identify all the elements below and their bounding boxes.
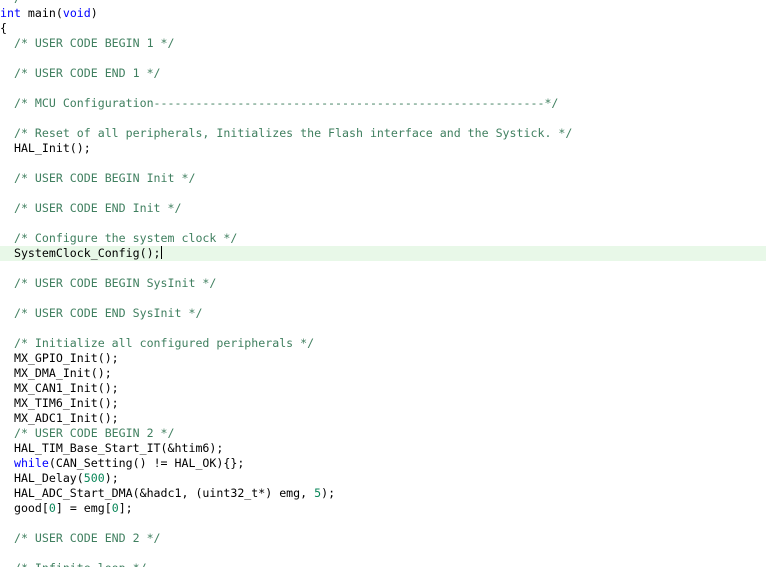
current-code-line[interactable]: SystemClock_Config(); [0,246,766,261]
code-line[interactable]: /* USER CODE END Init */ [0,201,766,216]
code-token-comment: /* USER CODE END Init */ [0,201,182,215]
text-cursor [160,246,162,259]
code-line[interactable]: HAL_TIM_Base_Start_IT(&htim6); [0,441,766,456]
code-line[interactable]: MX_ADC1_Init(); [0,411,766,426]
code-line[interactable]: /* Infinite loop */ [0,561,766,567]
code-line[interactable]: good[0] = emg[0]; [0,501,766,516]
code-line[interactable] [0,81,766,96]
code-token-default: MX_ADC1_Init(); [0,411,119,425]
code-line[interactable] [0,261,766,276]
code-token-number: 0 [48,501,56,515]
code-line[interactable] [0,321,766,336]
code-token-number: 5 [314,486,322,500]
code-token-keyword: while [13,456,49,470]
code-token-default: HAL_ADC_Start_DMA(&hadc1, (uint32_t*) em… [0,486,315,500]
code-line[interactable]: /* Configure the system clock */ [0,231,766,246]
code-token-default: HAL_TIM_Base_Start_IT(&htim6); [0,441,224,455]
code-line[interactable]: /* USER CODE BEGIN Init */ [0,171,766,186]
code-line[interactable]: /* USER CODE END 1 */ [0,66,766,81]
code-token-comment: /* USER CODE BEGIN 2 */ [0,426,175,440]
code-line[interactable]: /* Reset of all peripherals, Initializes… [0,126,766,141]
code-token-default: SystemClock_Config(); [0,246,161,260]
code-token-default [0,456,14,470]
code-line[interactable] [0,546,766,561]
code-token-comment: /* USER CODE BEGIN Init */ [0,171,196,185]
code-line[interactable]: HAL_Init(); [0,141,766,156]
code-token-default: ]; [118,501,133,515]
code-token-default: ); [104,471,119,485]
code-token-comment: / [0,0,21,5]
code-line[interactable]: /* USER CODE BEGIN 1 */ [0,36,766,51]
code-token-default: ); [321,486,336,500]
code-token-comment: /* Configure the system clock */ [0,231,238,245]
code-token-comment: /* USER CODE END 1 */ [0,66,161,80]
code-line[interactable]: MX_CAN1_Init(); [0,381,766,396]
code-line[interactable]: while(CAN_Setting() != HAL_OK){}; [0,456,766,471]
code-token-default: HAL_Delay( [0,471,84,485]
code-token-comment: /* USER CODE END 2 */ [0,531,161,545]
code-token-keyword: int [0,6,21,20]
code-line[interactable]: /* USER CODE END SysInit */ [0,306,766,321]
code-line[interactable]: int main(void) [0,6,766,21]
code-token-default: MX_GPIO_Init(); [0,351,119,365]
code-token-default: MX_DMA_Init(); [0,366,112,380]
code-line[interactable]: HAL_Delay(500); [0,471,766,486]
code-token-default: (CAN_Setting() != HAL_OK){}; [48,456,245,470]
code-token-comment: /* Reset of all peripherals, Initializes… [0,126,573,140]
code-line[interactable]: /* Initialize all configured peripherals… [0,336,766,351]
code-token-comment: /* USER CODE BEGIN 1 */ [0,36,175,50]
code-token-comment: /* Infinite loop */ [0,561,147,567]
code-line[interactable]: { [0,21,766,36]
code-line[interactable] [0,216,766,231]
code-line[interactable]: MX_GPIO_Init(); [0,351,766,366]
code-token-comment: /* MCU Configuration--------------------… [0,96,559,110]
code-token-comment: /* USER CODE END SysInit */ [0,306,203,320]
code-token-number: 0 [111,501,119,515]
code-line[interactable] [0,186,766,201]
code-line[interactable]: /* USER CODE BEGIN 2 */ [0,426,766,441]
code-token-default: HAL_Init(); [0,141,91,155]
code-line[interactable]: /* USER CODE END 2 */ [0,531,766,546]
code-line[interactable]: HAL_ADC_Start_DMA(&hadc1, (uint32_t*) em… [0,486,766,501]
code-line[interactable] [0,51,766,66]
code-token-number: 500 [83,471,105,485]
code-token-default: main( [20,6,63,20]
code-token-default: ] = emg[ [55,501,112,515]
code-line[interactable] [0,516,766,531]
code-token-comment: /* USER CODE BEGIN SysInit */ [0,276,217,290]
code-token-default: ) [90,6,98,20]
code-token-default: good[ [0,501,49,515]
code-line[interactable]: / [0,0,766,6]
code-line[interactable]: /* MCU Configuration--------------------… [0,96,766,111]
code-token-comment: /* Initialize all configured peripherals… [0,336,315,350]
code-line[interactable]: /* USER CODE BEGIN SysInit */ [0,276,766,291]
code-line[interactable] [0,111,766,126]
code-line[interactable] [0,291,766,306]
code-line[interactable]: MX_DMA_Init(); [0,366,766,381]
code-line[interactable] [0,156,766,171]
code-token-default: MX_CAN1_Init(); [0,381,119,395]
code-token-default: MX_TIM6_Init(); [0,396,119,410]
code-token-default: { [0,21,7,35]
code-token-keyword: void [62,6,91,20]
code-line[interactable]: MX_TIM6_Init(); [0,396,766,411]
